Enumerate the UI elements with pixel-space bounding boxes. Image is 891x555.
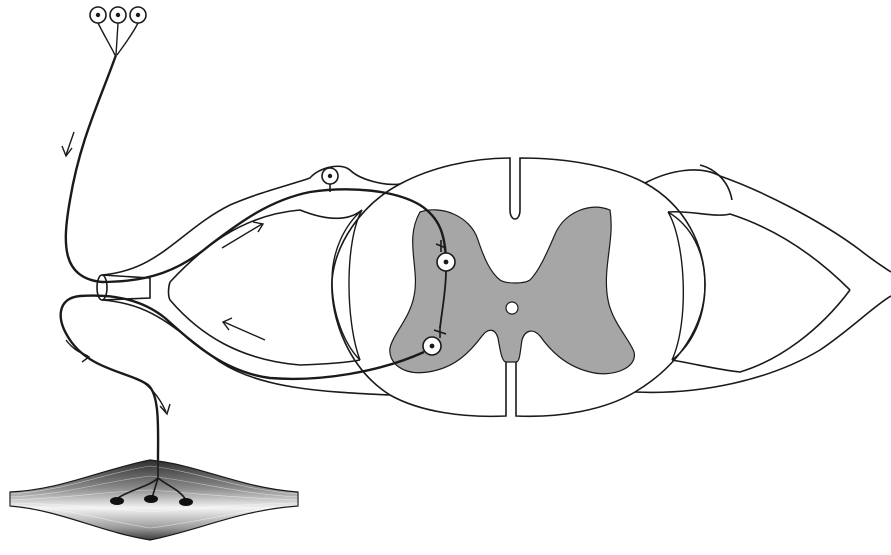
end-plate-3	[179, 498, 193, 506]
receptor-3	[130, 7, 146, 23]
arrow-efferent-ventral-root	[223, 318, 265, 340]
receptor-2	[110, 7, 126, 23]
left-root-loop	[169, 282, 171, 300]
interneuron-upper	[437, 253, 455, 271]
motor-neuron	[423, 337, 441, 355]
spinal-cord	[332, 158, 705, 416]
arrow-efferent-descending-1	[66, 340, 89, 362]
central-canal	[506, 302, 518, 314]
end-plate-1	[110, 497, 124, 505]
ventral-root-inner	[170, 300, 360, 365]
muscle	[10, 460, 298, 540]
receptor-1	[90, 7, 106, 23]
arrow-afferent-descending	[62, 132, 74, 156]
end-plate-2	[144, 495, 158, 503]
sensory-receptors	[90, 7, 146, 55]
